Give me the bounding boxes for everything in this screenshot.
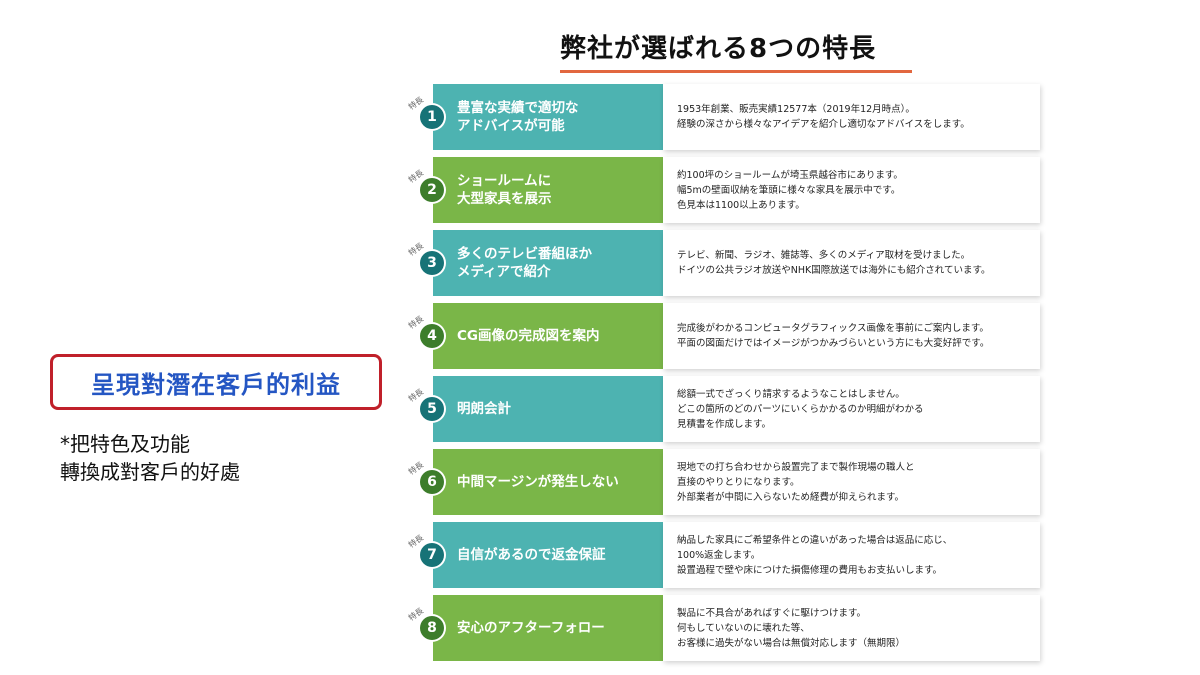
annotation-note: *把特色及功能 轉換成對客戶的好處 <box>60 430 240 486</box>
feature-row-6: 特長 6 中間マージンが発生しない 現地での打ち合わせから設置完了まで製作現場の… <box>407 449 1040 515</box>
feature-desc-line: 見積書を作成します。 <box>677 418 772 430</box>
feature-description: 1953年創業、販売実績12577本（2019年12月時点）。 経験の深さから様… <box>663 84 1040 150</box>
feature-row-4: 特長 4 CG画像の完成図を案内 完成後がわかるコンピュータグラフィックス画像を… <box>407 303 1040 369</box>
feature-row-3: 特長 3 多くのテレビ番組ほか メディアで紹介 テレビ、新聞、ラジオ、雑誌等、多… <box>407 230 1040 296</box>
feature-description: 完成後がわかるコンピュータグラフィックス画像を事前にご案内します。 平面の図面だ… <box>663 303 1040 369</box>
feature-desc-line: 外部業者が中間に入らないため経費が抑えられます。 <box>677 491 905 503</box>
feature-description: 納品した家具にご希望条件との違いがあった場合は返品に応じ、 100%返金します。… <box>663 522 1040 588</box>
feature-description: 製品に不具合があればすぐに駆けつけます。 何もしていないのに壊れた等、 お客様に… <box>663 595 1040 661</box>
feature-desc-line: 平面の図面だけではイメージがつかみづらいという方にも大変好評です。 <box>677 338 990 349</box>
feature-desc-line: 100%返金します。 <box>677 549 761 561</box>
feature-label: 自信があるので返金保証 <box>433 522 663 588</box>
feature-label-line: 安心のアフターフォロー <box>457 620 605 636</box>
feature-label-line: ショールームに <box>457 173 552 189</box>
feature-desc-line: 完成後がわかるコンピュータグラフィックス画像を事前にご案内します。 <box>677 323 989 334</box>
feature-row-1: 特長 1 豊富な実績で適切な アドバイスが可能 1953年創業、販売実績1257… <box>407 84 1040 150</box>
feature-number-badge: 7 <box>420 543 444 567</box>
feature-number-badge: 1 <box>420 105 444 129</box>
feature-desc-line: ドイツの公共ラジオ放送やNHK国際放送では海外にも紹介されています。 <box>677 265 991 276</box>
feature-label-line: アドバイスが可能 <box>457 118 565 134</box>
feature-desc-line: お客様に過失がない場合は無償対応します（無期限） <box>677 637 906 649</box>
feature-description: 現地での打ち合わせから設置完了まで製作現場の職人と 直接のやりとりになります。 … <box>663 449 1040 515</box>
feature-description: テレビ、新聞、ラジオ、雑誌等、多くのメディア取材を受けました。 ドイツの公共ラジ… <box>663 230 1040 296</box>
feature-row-2: 特長 2 ショールームに 大型家具を展示 約100坪のショールームが埼玉県越谷市… <box>407 157 1040 223</box>
feature-label: 豊富な実績で適切な アドバイスが可能 <box>433 84 663 150</box>
feature-desc-line: 現地での打ち合わせから設置完了まで製作現場の職人と <box>677 461 915 473</box>
feature-label-line: 大型家具を展示 <box>457 191 552 207</box>
feature-number-badge: 6 <box>420 470 444 494</box>
feature-label: 安心のアフターフォロー <box>433 595 663 661</box>
feature-desc-line: 色見本は1100以上あります。 <box>677 199 805 211</box>
feature-number-badge: 8 <box>420 616 444 640</box>
feature-row-8: 特長 8 安心のアフターフォロー 製品に不具合があればすぐに駆けつけます。 何も… <box>407 595 1040 661</box>
feature-desc-line: テレビ、新聞、ラジオ、雑誌等、多くのメディア取材を受けました。 <box>677 250 971 261</box>
feature-label-line: 明朗会計 <box>457 401 511 417</box>
feature-number-badge: 4 <box>420 324 444 348</box>
benefit-callout: 呈現對潛在客戶的利益 <box>50 354 382 410</box>
feature-desc-line: 直接のやりとりになります。 <box>677 476 800 488</box>
feature-label: 多くのテレビ番組ほか メディアで紹介 <box>433 230 663 296</box>
feature-desc-line: どこの箇所のどのパーツにいくらかかるのか明細がわかる <box>677 403 924 415</box>
feature-label-line: CG画像の完成図を案内 <box>457 328 600 344</box>
feature-desc-line: 総額一式でざっくり請求するようなことはしません。 <box>677 388 905 400</box>
feature-desc-line: 経験の深さから様々なアイデアを紹介し適切なアドバイスをします。 <box>677 119 970 130</box>
feature-desc-line: 製品に不具合があればすぐに駆けつけます。 <box>677 607 867 619</box>
feature-desc-line: 納品した家具にご希望条件との違いがあった場合は返品に応じ、 <box>677 534 953 546</box>
feature-number-badge: 2 <box>420 178 444 202</box>
feature-label: 明朗会計 <box>433 376 663 442</box>
feature-description: 約100坪のショールームが埼玉県越谷市にあります。 幅5mの壁面収納を筆頭に様々… <box>663 157 1040 223</box>
feature-label: ショールームに 大型家具を展示 <box>433 157 663 223</box>
note-line: *把特色及功能 <box>60 432 190 456</box>
feature-description: 総額一式でざっくり請求するようなことはしません。 どこの箇所のどのパーツにいくら… <box>663 376 1040 442</box>
feature-desc-line: 幅5mの壁面収納を筆頭に様々な家具を展示中です。 <box>677 184 901 196</box>
page-title: 弊社が選ばれる8つの特長 <box>560 34 877 64</box>
feature-desc-line: 1953年創業、販売実績12577本（2019年12月時点）。 <box>677 104 915 115</box>
feature-row-5: 特長 5 明朗会計 総額一式でざっくり請求するようなことはしません。 どこの箇所… <box>407 376 1040 442</box>
feature-label: 中間マージンが発生しない <box>433 449 663 515</box>
feature-label: CG画像の完成図を案内 <box>433 303 663 369</box>
feature-row-7: 特長 7 自信があるので返金保証 納品した家具にご希望条件との違いがあった場合は… <box>407 522 1040 588</box>
feature-number-badge: 5 <box>420 397 444 421</box>
note-line: 轉換成對客戶的好處 <box>60 460 240 484</box>
feature-desc-line: 約100坪のショールームが埼玉県越谷市にあります。 <box>677 169 903 181</box>
feature-label-line: 中間マージンが発生しない <box>457 474 619 490</box>
title-underline <box>560 70 912 73</box>
feature-label-line: メディアで紹介 <box>457 264 551 280</box>
feature-desc-line: 設置過程で壁や床につけた損傷修理の費用もお支払いします。 <box>677 564 943 576</box>
feature-desc-line: 何もしていないのに壊れた等、 <box>677 622 810 634</box>
feature-label-line: 豊富な実績で適切な <box>457 100 579 116</box>
feature-label-line: 自信があるので返金保証 <box>457 547 606 563</box>
feature-label-line: 多くのテレビ番組ほか <box>457 246 592 262</box>
feature-number-badge: 3 <box>420 251 444 275</box>
